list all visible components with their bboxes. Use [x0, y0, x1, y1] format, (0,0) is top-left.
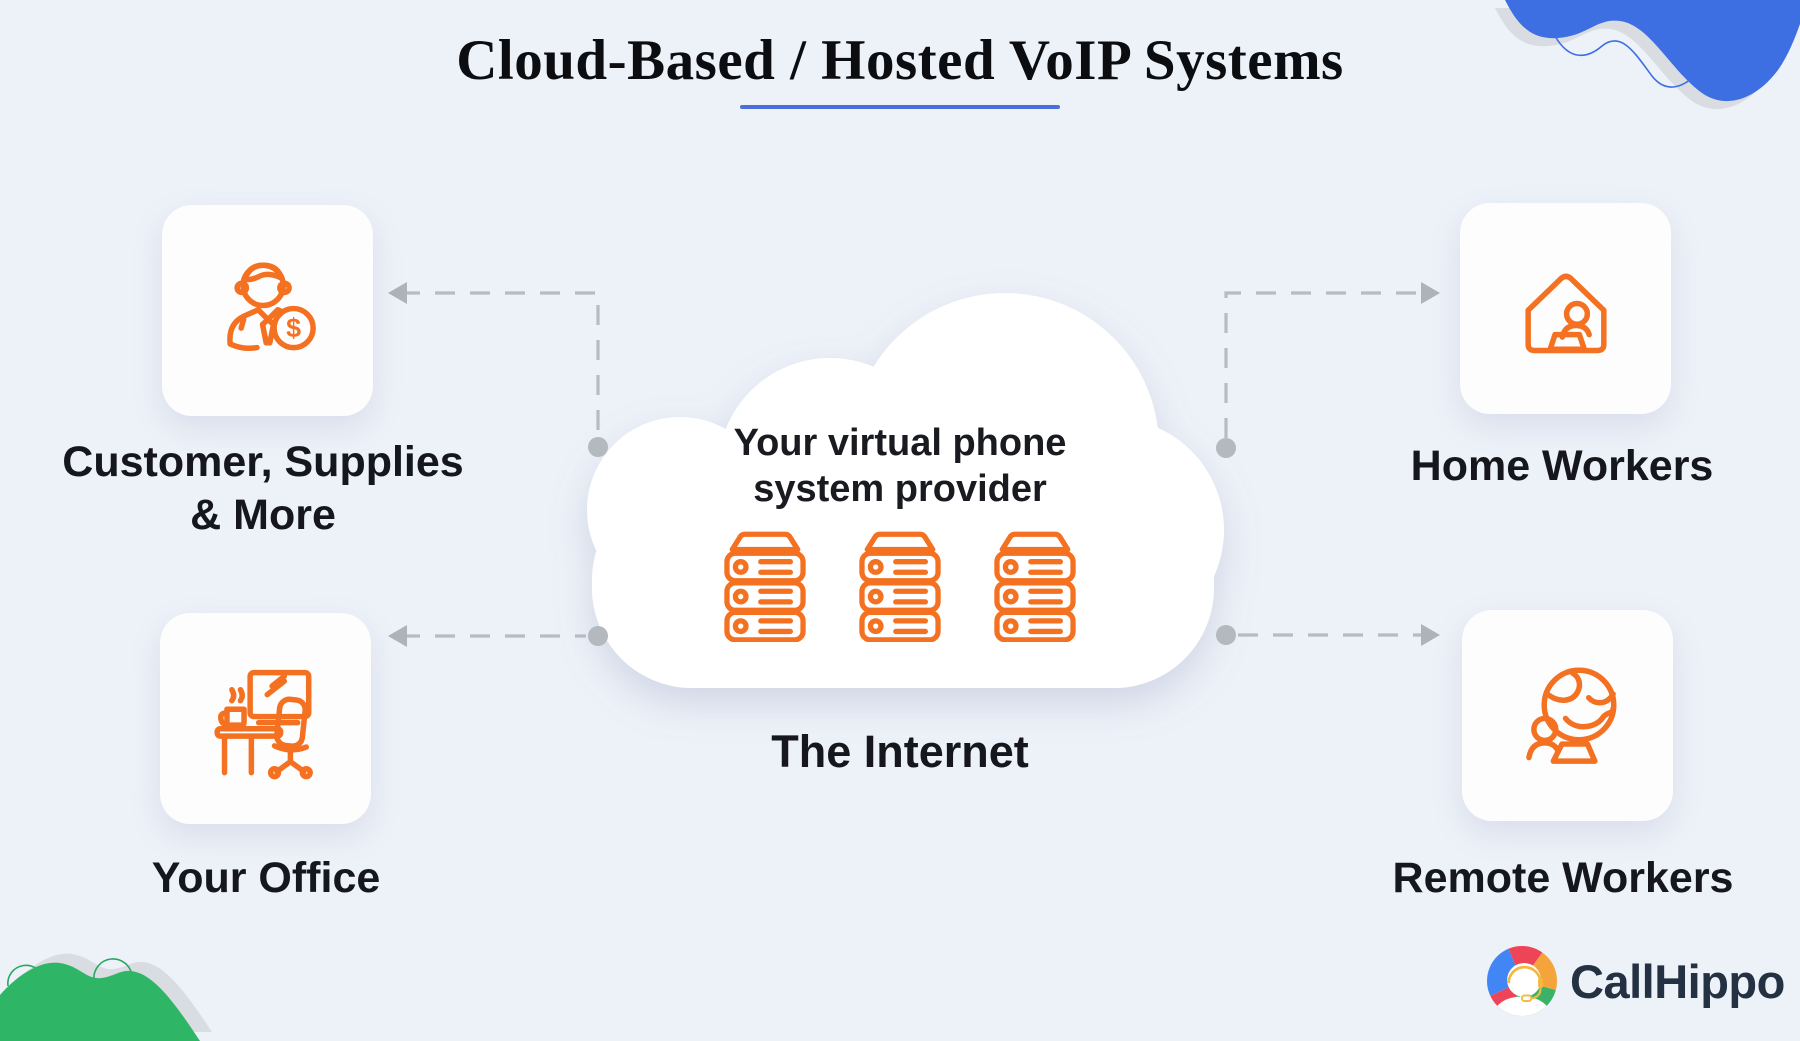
cloud-label-line2: system provider	[753, 468, 1047, 510]
svg-text:$: $	[286, 313, 301, 343]
junction-dot	[1216, 625, 1236, 645]
card-office	[160, 613, 371, 824]
server-stack-icon	[859, 531, 941, 642]
callhippo-mark-icon	[1487, 946, 1557, 1016]
junction-dot	[588, 626, 608, 646]
cloud-label-line1: Your virtual phone	[733, 422, 1067, 464]
blob-green	[0, 962, 200, 1041]
card-customers: $	[162, 205, 373, 416]
arrow-right-top-icon	[1421, 282, 1440, 304]
decoration-blob-top-right	[1495, 0, 1800, 110]
card-home-workers	[1460, 203, 1671, 414]
server-stack-icon	[724, 531, 806, 642]
home-worker-icon	[1524, 273, 1607, 353]
cloud-label: Your virtual phone system provider	[640, 420, 1160, 512]
blob-green-arc-2	[93, 958, 133, 981]
junction-dot	[1216, 438, 1236, 458]
customer-dollar-icon: $	[226, 262, 316, 351]
remote-worker-icon	[1525, 667, 1616, 764]
internet-label: The Internet	[771, 726, 1029, 777]
connector-customers-line	[400, 291, 600, 437]
arrow-right-bottom-icon	[1421, 624, 1440, 646]
office-desk-icon	[213, 669, 313, 779]
label-customers-line1: Customer, Supplies	[62, 438, 464, 486]
blob-blue-line	[1554, 35, 1699, 88]
server-rack-row	[712, 530, 1088, 642]
junction-dot	[588, 437, 608, 457]
title-underline	[740, 105, 1060, 109]
label-home-workers: Home Workers	[1410, 442, 1714, 490]
arrow-left-bottom-icon	[388, 625, 407, 647]
label-customers: Customer, Supplies & More	[13, 436, 513, 542]
server-stack-icon	[994, 531, 1076, 642]
label-customers-line2: & More	[190, 491, 336, 539]
logo-text: CallHippo	[1570, 954, 1785, 1008]
arrow-left-top-icon	[388, 282, 407, 304]
label-office: Your Office	[151, 854, 381, 902]
label-remote-workers: Remote Workers	[1392, 854, 1734, 902]
callhippo-logo: CallHippo	[1487, 946, 1785, 1016]
blob-blue	[1505, 0, 1800, 102]
connector-home-line	[1224, 291, 1426, 438]
page-title: Cloud-Based / Hosted VoIP Systems	[456, 29, 1344, 92]
card-remote-workers	[1462, 610, 1673, 821]
decoration-blob-bottom-left	[0, 953, 212, 1041]
